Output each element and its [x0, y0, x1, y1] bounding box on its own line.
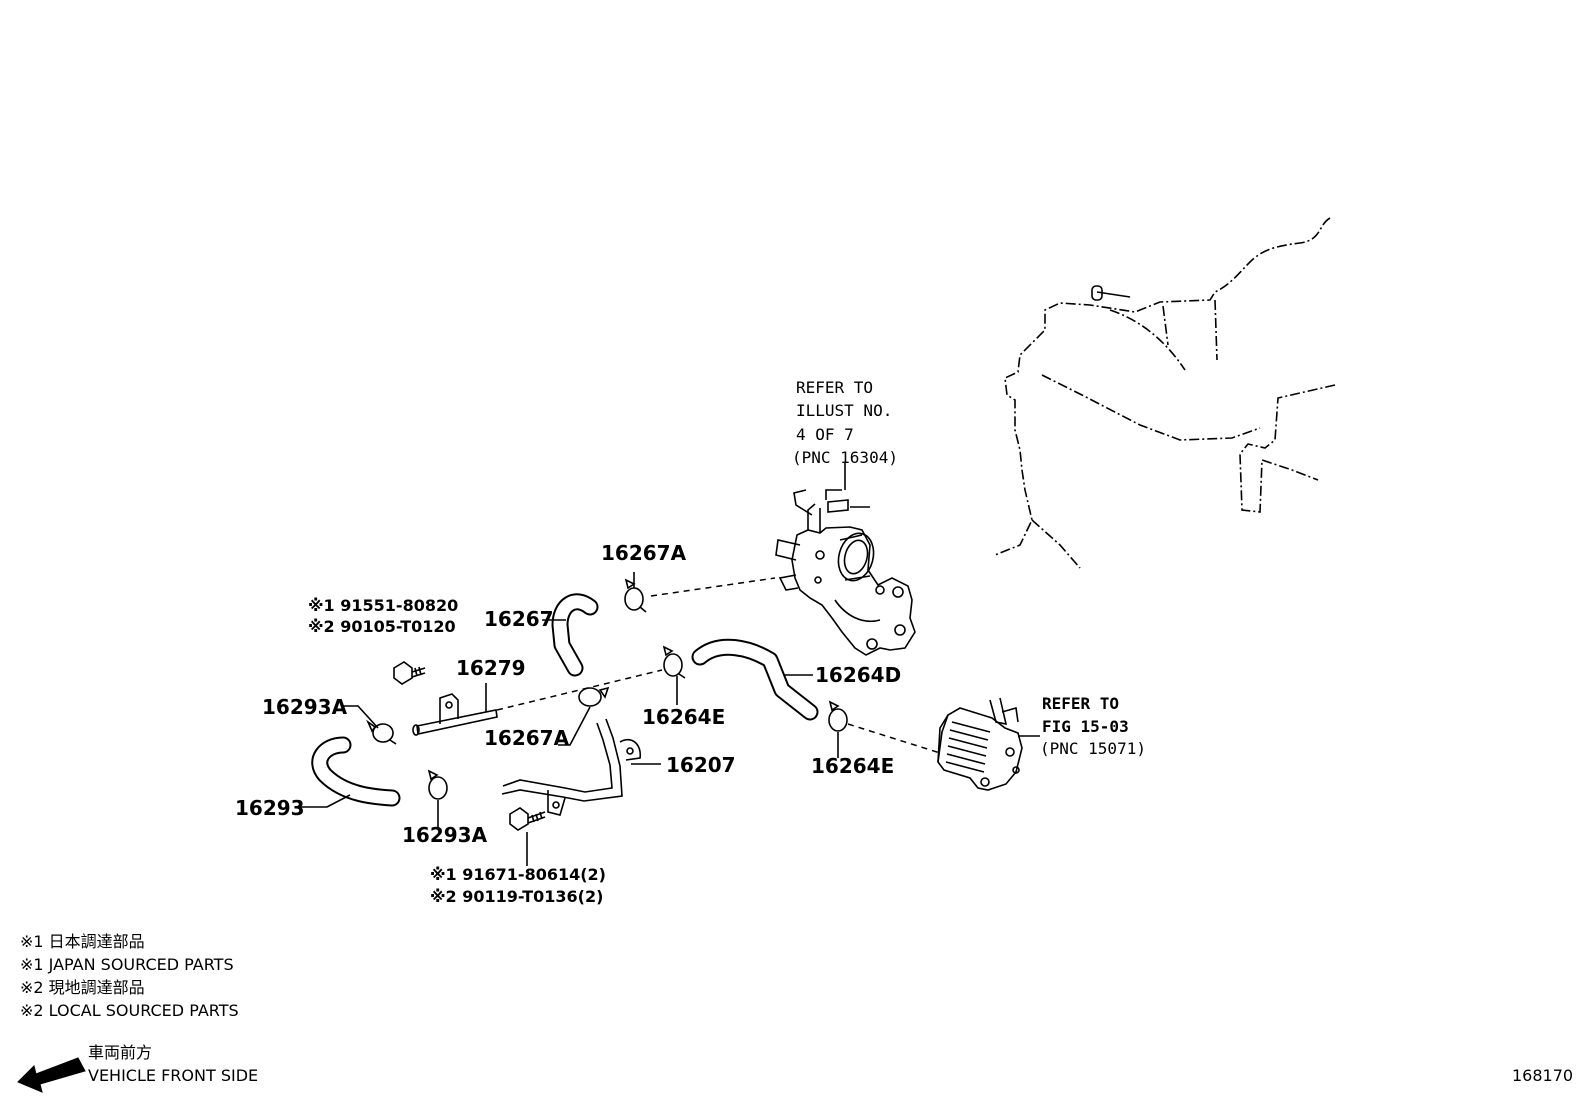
svg-text:REFER TO: REFER TO — [1042, 694, 1119, 713]
vehicle-front-indicator: 車両前方 VEHICLE FRONT SIDE — [17, 1043, 258, 1093]
front-label-en: VEHICLE FRONT SIDE — [88, 1066, 258, 1085]
part-label-16207: 16207 — [666, 753, 736, 777]
svg-text:4 OF 7: 4 OF 7 — [796, 425, 854, 444]
bolt-top — [393, 661, 426, 685]
svg-text:※1 JAPAN SOURCED PARTS: ※1 JAPAN SOURCED PARTS — [20, 955, 234, 974]
refer-note-oil-cooler: REFER TO FIG 15-03 (PNC 15071) — [1040, 694, 1146, 758]
hose-16293 — [311, 736, 401, 807]
part-label-16267A: 16267A — [601, 541, 687, 565]
svg-text:※2 90105-T0120: ※2 90105-T0120 — [308, 617, 456, 636]
svg-text:ILLUST NO.: ILLUST NO. — [796, 401, 892, 420]
clamp-16293A-top — [366, 719, 397, 745]
svg-text:REFER TO: REFER TO — [796, 378, 873, 397]
part-label-16264E-mid: 16264E — [642, 705, 725, 729]
legend: ※1 日本調達部品 ※1 JAPAN SOURCED PARTS ※2 現地調達… — [20, 932, 239, 1020]
svg-text:※2 LOCAL SOURCED PARTS: ※2 LOCAL SOURCED PARTS — [20, 1001, 239, 1020]
part-label-16267: 16267 — [484, 607, 554, 631]
arrow-left-down-icon — [17, 1057, 86, 1093]
front-label-jp: 車両前方 — [88, 1043, 152, 1062]
bolt-codes-bottom: ※1 91671-80614(2) ※2 90119-T0136(2) — [430, 865, 606, 906]
illustration-number: 168170 — [1512, 1066, 1573, 1085]
part-label-16279: 16279 — [456, 656, 526, 680]
clamp-16267A-low — [578, 686, 610, 707]
hose-16267 — [551, 593, 599, 677]
connection-line-upper — [650, 577, 776, 597]
part-label-16293A-top: 16293A — [262, 695, 348, 719]
part-label-16264D: 16264D — [815, 663, 901, 687]
svg-text:(PNC 15071): (PNC 15071) — [1040, 739, 1146, 758]
part-label-16264E-low: 16264E — [811, 754, 894, 778]
bolt-codes-top: ※1 91551-80820 ※2 90105-T0120 — [308, 596, 458, 636]
svg-text:※1 日本調達部品: ※1 日本調達部品 — [20, 932, 145, 951]
engine-outline — [994, 217, 1336, 569]
svg-text:※1 91671-80614(2): ※1 91671-80614(2) — [430, 865, 606, 884]
leader-lines — [297, 462, 1040, 866]
hose-16264D — [691, 638, 819, 721]
part-label-16267A-low: 16267A — [484, 726, 570, 750]
water-outlet-housing — [775, 489, 916, 656]
part-label-16293A-low: 16293A — [402, 823, 488, 847]
bolt-bottom — [509, 807, 546, 831]
pipe-16279 — [412, 693, 498, 736]
svg-text:※2 現地調達部品: ※2 現地調達部品 — [20, 978, 145, 997]
pipe-16207 — [501, 718, 642, 816]
clamp-16267A-top — [624, 578, 647, 613]
connection-line-lower — [847, 723, 941, 754]
svg-text:(PNC 16304): (PNC 16304) — [792, 448, 898, 467]
refer-note-water-outlet: REFER TO ILLUST NO. 4 OF 7 (PNC 16304) — [792, 378, 898, 467]
part-label-16293: 16293 — [235, 796, 305, 820]
clamp-16264E-low — [828, 700, 848, 732]
svg-text:FIG 15-03: FIG 15-03 — [1042, 717, 1129, 736]
oil-cooler — [937, 697, 1023, 791]
svg-text:※2 90119-T0136(2): ※2 90119-T0136(2) — [430, 887, 603, 906]
clamp-16293A-low — [427, 769, 448, 800]
svg-text:※1 91551-80820: ※1 91551-80820 — [308, 596, 458, 615]
clamp-16264E-mid — [662, 645, 686, 679]
